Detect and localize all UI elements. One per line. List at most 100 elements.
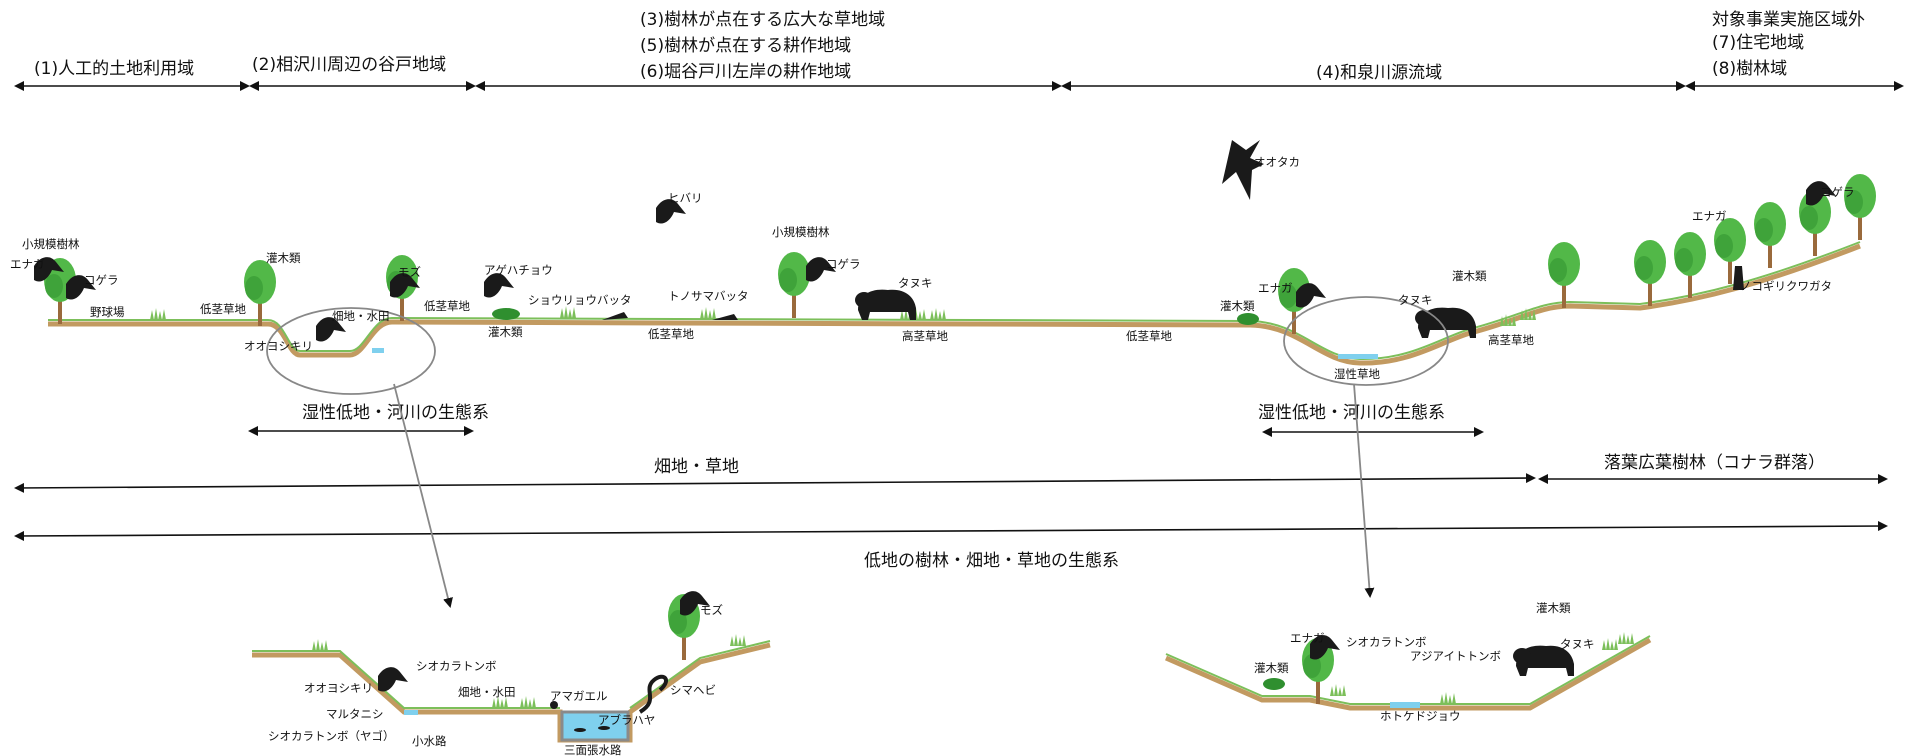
label: 小規模樹林	[22, 237, 80, 251]
zone3c-label: (6)堀谷戸川左岸の耕作地域	[640, 62, 851, 82]
label: アゲハチョウ	[484, 263, 553, 277]
label: 低茎草地	[1126, 329, 1172, 343]
ootaka-icon	[1222, 140, 1264, 200]
label: シマヘビ	[670, 683, 716, 697]
main-species-labels: 小規模樹林 エナガ コゲラ 野球場 灌木類 低茎草地 畑地・水田 モズ 低茎草地…	[10, 155, 1855, 381]
ecosystem-arrows	[14, 426, 1888, 541]
detail-connectors	[393, 383, 1375, 608]
detail-left: シオカラトンボ 畑地・水田 アマガエル モズ シマヘビ オオヨシキリ マルタニシ…	[252, 591, 771, 756]
label: 畑地・水田	[458, 685, 516, 699]
label: コゲラ	[826, 257, 861, 271]
zone1-label: (1)人工的土地利用域	[34, 59, 194, 79]
lowland-label: 低地の樹林・畑地・草地の生態系	[864, 551, 1119, 571]
label: ホトケドジョウ	[1380, 709, 1461, 723]
tree-icon	[778, 252, 810, 318]
connector-left	[393, 383, 453, 608]
label: コゲラ	[1820, 185, 1855, 199]
label: 高茎草地	[902, 329, 948, 343]
label: シオカラトンボ	[1346, 635, 1427, 649]
label: 三面張水路	[564, 743, 622, 756]
field-label: 畑地・草地	[654, 457, 739, 477]
frog-icon	[550, 701, 558, 709]
label: タヌキ	[898, 276, 933, 290]
tree-icon	[1634, 240, 1666, 306]
label: エナガ	[1258, 281, 1293, 295]
label: タヌキ	[1398, 293, 1433, 307]
label: モズ	[700, 603, 723, 617]
tree-icon	[1674, 232, 1706, 298]
main-pond-right	[1338, 354, 1378, 359]
tree-icon	[1548, 242, 1580, 308]
label: オオヨシキリ	[244, 339, 313, 353]
small-waterway	[404, 710, 418, 715]
tree-icon	[1844, 174, 1876, 240]
label: 湿性草地	[1334, 367, 1380, 381]
main-pond-left	[372, 348, 384, 353]
label: ヒバリ	[668, 191, 703, 205]
label: 低茎草地	[648, 327, 694, 341]
label: 低茎草地	[200, 302, 246, 316]
label: 小水路	[412, 734, 447, 748]
label: タヌキ	[1560, 637, 1595, 651]
out-residential-label: (7)住宅地域	[1712, 33, 1804, 53]
label: シオカラトンボ（ヤゴ）	[268, 729, 395, 743]
label: オオヨシキリ	[304, 681, 373, 695]
bird-icon	[378, 667, 408, 692]
snake-icon	[638, 674, 668, 714]
label: 低茎草地	[424, 299, 470, 313]
connector-right	[1353, 383, 1375, 598]
label: アブラハヤ	[598, 713, 655, 727]
detail-right: 灌木類 エナガ シオカラトンボ アジアイトトンボ タヌキ 灌木類 ホトケドジョウ	[1164, 601, 1652, 723]
label: モズ	[398, 265, 421, 279]
label: トノサマバッタ	[668, 289, 749, 303]
tree-icon	[1754, 202, 1786, 268]
wet-right-label: 湿性低地・河川の生態系	[1258, 403, 1445, 423]
label: エナガ	[10, 257, 45, 271]
detail-right-ground	[1164, 637, 1652, 711]
label: 灌木類	[1536, 601, 1571, 615]
concrete-channel	[560, 710, 630, 742]
label: アマガエル	[550, 689, 608, 703]
label: エナガ	[1692, 209, 1727, 223]
label: シオカラトンボ	[416, 659, 497, 673]
zone2-label: (2)相沢川周辺の谷戸地域	[252, 55, 446, 75]
shrub-icon	[1263, 678, 1285, 690]
main-grass-line	[48, 241, 1861, 361]
label: ショウリョウバッタ	[528, 293, 632, 307]
fish-icon	[598, 726, 610, 730]
label: アジアイトトンボ	[1410, 649, 1501, 663]
zone3a-label: (3)樹林が点在する広大な草地域	[640, 10, 885, 30]
label: エナガ	[1290, 631, 1325, 645]
wetland-circle-left	[266, 307, 436, 395]
label: 灌木類	[266, 251, 301, 265]
label: 灌木類	[1452, 269, 1487, 283]
zone4-label: (4)和泉川源流域	[1316, 63, 1442, 83]
wet-left-label: 湿性低地・河川の生態系	[302, 403, 489, 423]
forest-label: 落葉広葉樹林（コナラ群落）	[1604, 453, 1825, 473]
shrub-icon	[492, 308, 520, 320]
shrub-icon	[1237, 313, 1259, 325]
label: 灌木類	[1220, 299, 1255, 313]
detail-left-grass	[252, 640, 771, 709]
label: オオタカ	[1254, 155, 1300, 169]
label: 灌木類	[1254, 661, 1289, 675]
field-arrow	[14, 473, 1536, 493]
zone3b-label: (5)樹林が点在する耕作地域	[640, 36, 851, 56]
lowland-arrow	[14, 521, 1888, 541]
out-zone-label: 対象事業実施区域外	[1712, 10, 1865, 30]
label: マルタニシ	[326, 707, 384, 721]
label: コゲラ	[84, 273, 119, 287]
beetle-icon	[1733, 266, 1744, 290]
label: 高茎草地	[1488, 333, 1534, 347]
label: ノコギリクワガタ	[1740, 279, 1832, 293]
detail-left-ground	[252, 642, 771, 743]
out-forest-label: (8)樹林域	[1712, 59, 1787, 79]
label: 畑地・水田	[332, 309, 390, 323]
label: 野球場	[90, 305, 125, 319]
detail-right-grass	[1165, 635, 1651, 705]
fish-icon	[574, 728, 586, 732]
main-terrain	[34, 140, 1876, 395]
main-ground-line	[48, 243, 1861, 366]
tree-icon	[244, 260, 276, 326]
